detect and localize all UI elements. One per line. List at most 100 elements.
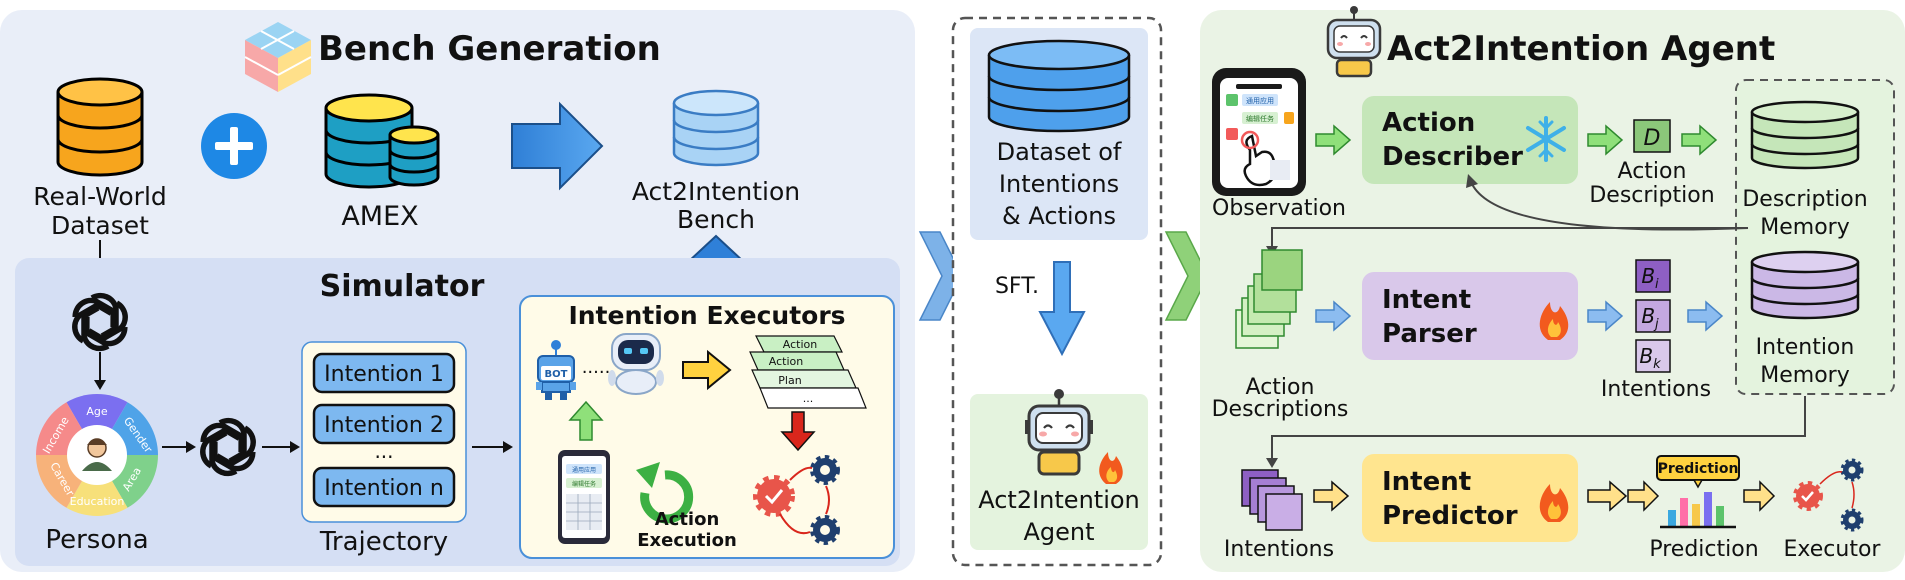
- bench-database-icon: [672, 89, 760, 167]
- bench-title: Bench Generation: [318, 29, 661, 69]
- observation-phone-label-2: 编辑任务: [1246, 114, 1274, 123]
- intention-1: Intention 1: [324, 362, 444, 387]
- agent-title: Act2Intention Agent: [1387, 29, 1775, 69]
- intention-ellipsis: ...: [374, 439, 393, 463]
- card-label-action-2: Action: [769, 355, 803, 368]
- card-label-ellipsis: ...: [803, 392, 814, 405]
- intentions-label-bottom: Intentions: [1224, 537, 1334, 562]
- phone-icon: 通用应用 编辑任务: [558, 450, 610, 544]
- desc-memory-label-1: Description: [1742, 187, 1867, 212]
- prediction-tag: Prediction: [1658, 461, 1739, 477]
- d-symbol: D: [1644, 126, 1661, 151]
- real-world-label-1: Real-World: [33, 182, 167, 211]
- blue-arrow-icon: [1315, 300, 1352, 332]
- phone-label-1: 通用应用: [572, 466, 596, 474]
- green-arrow-icon: [1681, 124, 1718, 156]
- card-label-action-1: Action: [783, 338, 817, 351]
- plus-icon: [201, 113, 267, 179]
- openai-logo-icon: [200, 417, 256, 477]
- dataset-database-icon: [987, 39, 1131, 133]
- observation-phone-icon: 通用应用 编辑任务: [1212, 68, 1306, 196]
- intentions-label: Intentions: [1601, 377, 1711, 402]
- describer-label-1: Action: [1382, 108, 1475, 138]
- bot-robot-icon: BOT: [536, 340, 576, 400]
- trajectory-box: Intention 1 Intention 2 ... Intention n: [301, 341, 467, 523]
- blue-arrow-icon: [1587, 300, 1624, 332]
- yellow-arrow-icon: [1743, 480, 1776, 512]
- executor-gears-icon: [1793, 458, 1864, 532]
- persona-segment-education: Education: [70, 495, 125, 508]
- persona-segment-age: Age: [86, 405, 108, 418]
- plan-cards-stack: Action Action Plan ...: [749, 335, 867, 409]
- phone-label-2: 编辑任务: [572, 480, 596, 488]
- action-descriptions-label-2: Descriptions: [1212, 397, 1349, 422]
- dots-separator: ·····: [582, 362, 611, 383]
- feedback-arrow: [1471, 183, 1749, 231]
- d-symbol-box: [1633, 119, 1671, 153]
- refresh-icon: [636, 462, 694, 524]
- action-execution-label-2: Execution: [637, 530, 737, 551]
- trajectory-label: Trajectory: [319, 527, 448, 557]
- intent-parser-box: Intent Parser: [1362, 272, 1578, 360]
- green-arrow-icon: [1315, 124, 1352, 156]
- real-world-label-2: Dataset: [51, 211, 149, 240]
- description-memory-icon: [1750, 100, 1860, 170]
- predictor-label-2: Predictor: [1382, 501, 1518, 531]
- intention-2: Intention 2: [324, 413, 444, 438]
- intent-memory-label-2: Memory: [1760, 363, 1849, 388]
- amex-label: AMEX: [341, 201, 418, 232]
- observation-label: Observation: [1212, 196, 1346, 221]
- b-symbol-j: Bj: [1641, 304, 1659, 332]
- desc-memory-label-2: Memory: [1760, 215, 1849, 240]
- fire-icon: [1539, 484, 1569, 522]
- agent-panel: Act2Intention Agent 通用应用 编辑任务 Observatio…: [1200, 6, 1905, 572]
- bench-label-1: Act2Intention: [632, 177, 800, 206]
- bench-generation-panel: Bench Generation Real-World Dataset: [0, 10, 915, 572]
- middle-agent-label-2: Agent: [1023, 518, 1094, 546]
- yellow-arrow-icon: [682, 349, 732, 391]
- action-description-label-2: Description: [1589, 183, 1714, 208]
- fire-icon: [1099, 452, 1123, 484]
- action-execution-label-1: Action: [655, 509, 720, 530]
- dataset-label-1: Dataset of: [997, 138, 1122, 166]
- arrow-line: [1271, 227, 1748, 248]
- down-arrow-icon: [1038, 261, 1086, 357]
- bench-label-2: Bench: [677, 205, 755, 234]
- action-descriptions-label-1: Action: [1246, 375, 1315, 400]
- snowflake-icon: [1526, 116, 1566, 162]
- action-describer-box: Action Describer: [1362, 96, 1578, 184]
- intent-predictor-box: Intent Predictor: [1362, 454, 1578, 542]
- parser-label-1: Intent: [1382, 285, 1471, 315]
- amex-database-icon: [324, 93, 440, 189]
- openai-logo-icon: [72, 292, 128, 352]
- yellow-arrow-icon: [1587, 480, 1628, 512]
- down-arrow-icon: [780, 411, 816, 452]
- dataset-label-3: & Actions: [1002, 202, 1116, 230]
- green-up-arrow-icon: [568, 400, 604, 441]
- cube-logo-icon: [244, 22, 312, 92]
- persona-wheel: Age Gender Area Education Career Income: [36, 394, 158, 516]
- sft-label: SFT.: [995, 274, 1039, 299]
- b-symbol-i: Bi: [1641, 264, 1659, 292]
- robot-logo-icon: [1326, 6, 1382, 78]
- intention-memory-icon: [1750, 250, 1860, 320]
- simulator-title: Simulator: [320, 269, 485, 304]
- predictor-label-1: Intent: [1382, 467, 1471, 497]
- action-descriptions-stack-icon: [1235, 249, 1303, 349]
- executors-title: Intention Executors: [568, 301, 845, 330]
- fire-icon: [1539, 302, 1569, 340]
- robot-assistant-icon: [608, 333, 664, 395]
- prediction-chart-icon: Prediction: [1656, 455, 1740, 529]
- dataset-label-2: Intentions: [999, 170, 1119, 198]
- intention-symbols: Bi Bj Bk: [1635, 259, 1671, 373]
- intent-memory-label-1: Intention: [1756, 335, 1855, 360]
- prediction-label: Prediction: [1649, 537, 1758, 562]
- persona-label: Persona: [45, 525, 148, 555]
- intention-n: Intention n: [324, 476, 444, 501]
- observation-phone-label-1: 通用应用: [1246, 96, 1274, 105]
- parser-label-2: Parser: [1382, 319, 1477, 349]
- action-description-label-1: Action: [1618, 159, 1687, 184]
- card-label-plan: Plan: [778, 374, 801, 387]
- yellow-arrow-icon: [1627, 480, 1660, 512]
